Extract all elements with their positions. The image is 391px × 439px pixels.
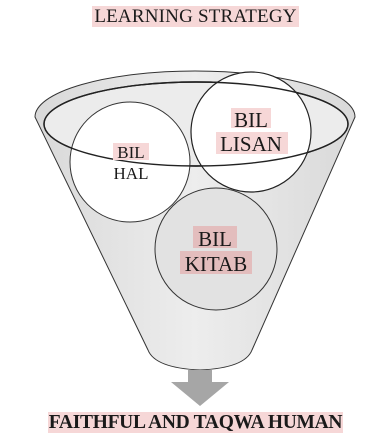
bil-hal-line1: BIL bbox=[117, 143, 144, 162]
diagram-title-text: LEARNING STRATEGY bbox=[92, 6, 299, 27]
bil-lisan-line1: BIL bbox=[234, 108, 268, 132]
down-arrow-icon bbox=[171, 370, 229, 406]
outcome-label: FAITHFUL AND TAQWA HUMAN bbox=[0, 412, 391, 434]
funnel-rim-outline bbox=[43, 81, 349, 167]
circle-bil-kitab bbox=[154, 187, 278, 311]
bil-kitab-line1: BIL bbox=[198, 227, 232, 251]
outcome-text: FAITHFUL AND TAQWA HUMAN bbox=[47, 412, 344, 433]
bil-kitab-line2: KITAB bbox=[185, 252, 247, 276]
diagram-title: LEARNING STRATEGY bbox=[0, 6, 391, 28]
bil-hal-line2: HAL bbox=[114, 164, 149, 183]
bil-lisan-line2: LISAN bbox=[220, 132, 282, 156]
